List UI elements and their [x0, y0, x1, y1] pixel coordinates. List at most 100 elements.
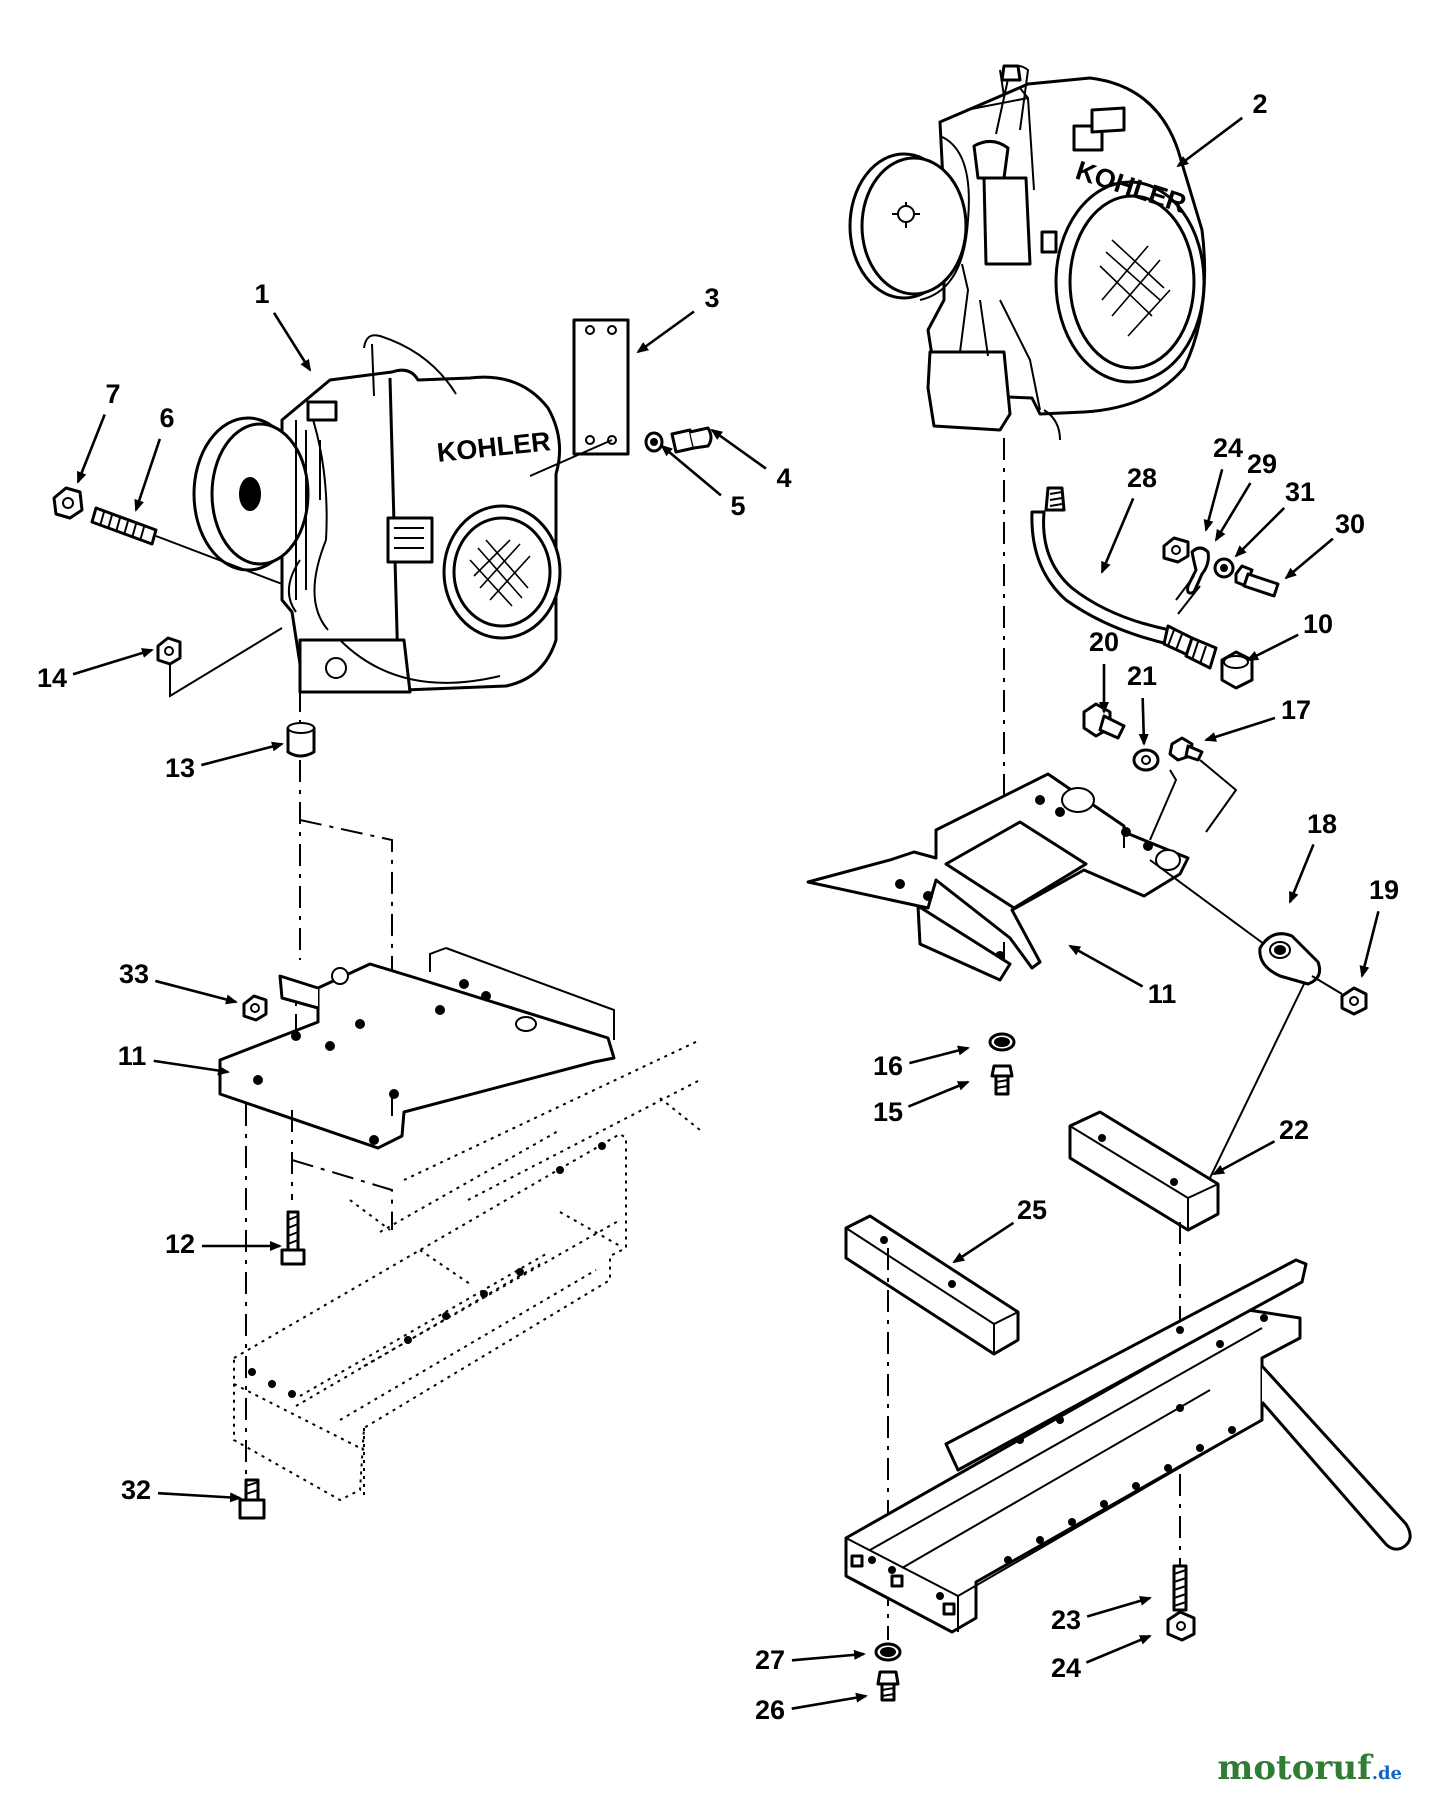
callout-label: 18: [1307, 809, 1337, 839]
callout-label: 17: [1281, 695, 1311, 725]
callout-c14: 14: [37, 648, 154, 693]
callout-c11b: 11: [1068, 944, 1177, 1009]
callout-c13: 13: [165, 741, 284, 783]
callout-leader-arrow: [72, 648, 154, 676]
callout-leader-arrow: [660, 444, 722, 497]
callout-c5: 5: [660, 444, 746, 521]
bolt-12: [280, 1210, 306, 1266]
fuel-line: [1030, 486, 1218, 670]
callout-label: 33: [119, 959, 149, 989]
bracket-hardware: [1082, 702, 1238, 841]
callout-label: 22: [1279, 1115, 1309, 1145]
callout-leader-arrow: [1284, 537, 1334, 580]
stud-23-nut-24: [1166, 1564, 1196, 1642]
callout-leader-arrow: [1359, 911, 1380, 978]
callout-leader-arrow: [200, 741, 284, 767]
cap-10: [1220, 650, 1254, 690]
engine-left: KOHLER: [192, 334, 562, 694]
callout-leader-arrow: [1086, 1596, 1152, 1618]
callout-label: 23: [1051, 1605, 1081, 1635]
watermark-logo: motoruf.de: [1217, 1748, 1402, 1788]
screw-and-washer-left: [644, 426, 713, 454]
callout-leader-arrow: [1100, 497, 1135, 574]
nut-33: [242, 994, 268, 1022]
callout-leader-arrow: [909, 1045, 970, 1065]
callout-label: 30: [1335, 509, 1365, 539]
callout-leader-arrow: [1234, 506, 1286, 558]
callout-label: 24: [1051, 1653, 1081, 1683]
callout-leader-arrow: [153, 1059, 230, 1076]
block-22: [1068, 1110, 1220, 1232]
washer-27-bolt-26: [874, 1642, 902, 1702]
callout-label: 11: [118, 1041, 147, 1071]
callout-c29: 29: [1214, 449, 1277, 542]
callout-label: 31: [1285, 477, 1315, 507]
callout-label: 14: [37, 663, 67, 693]
callout-label: 6: [159, 403, 174, 433]
spacer-left: [286, 722, 316, 758]
callout-label: 4: [776, 463, 791, 493]
callout-c30: 30: [1284, 509, 1365, 580]
callout-label: 20: [1089, 627, 1119, 657]
callout-leader-arrow: [791, 1692, 868, 1710]
callout-c22: 22: [1212, 1115, 1309, 1176]
callout-c2: 2: [1176, 89, 1268, 168]
clip-hardware: [1162, 536, 1280, 615]
callout-label: 10: [1303, 609, 1333, 639]
callout-leader-arrow: [76, 414, 106, 484]
callout-leader-arrow: [134, 438, 162, 512]
callout-c21: 21: [1127, 661, 1157, 746]
callout-leader-arrow: [1288, 843, 1315, 904]
frame-right: [844, 1258, 1412, 1634]
callout-leader-arrow: [157, 1491, 242, 1503]
callout-label: 24: [1213, 433, 1243, 463]
callout-label: 11: [1148, 979, 1177, 1009]
callout-leader-arrow: [1212, 1140, 1276, 1176]
callout-c18: 18: [1288, 809, 1337, 904]
callout-label: 29: [1247, 449, 1277, 479]
callout-leader-arrow: [1204, 716, 1276, 742]
callout-c3: 3: [636, 283, 720, 354]
mounting-plate-left: [218, 947, 616, 1150]
callout-label: 25: [1017, 1195, 1047, 1225]
callout-label: 13: [165, 753, 195, 783]
callout-leader-arrow: [1246, 633, 1299, 662]
bracket-18: [1149, 859, 1368, 1183]
callout-c28: 28: [1100, 463, 1157, 574]
callout-label: 15: [873, 1097, 903, 1127]
callout-label: 27: [755, 1645, 785, 1675]
callout-label: 28: [1127, 463, 1157, 493]
callout-c12: 12: [165, 1229, 282, 1259]
callout-leader-arrow: [1176, 116, 1244, 168]
callout-leader-arrow: [1138, 697, 1149, 746]
callout-c17: 17: [1204, 695, 1311, 742]
callout-label: 19: [1369, 875, 1399, 905]
callout-leader-arrow: [636, 310, 695, 354]
callout-leader-arrow: [952, 1221, 1015, 1264]
bolt-32: [238, 1478, 266, 1520]
callout-c4: 4: [710, 428, 792, 493]
blower-plate: [529, 318, 630, 477]
stud-and-nut: [52, 486, 283, 585]
callout-leader-arrow: [1085, 1634, 1152, 1664]
callout-c16: 16: [873, 1045, 970, 1081]
callout-c23: 23: [1051, 1596, 1152, 1635]
frame-left-phantom: [233, 1039, 701, 1502]
callout-layer: 1234567101111121314151617181920212223242…: [37, 89, 1399, 1725]
callout-label: 3: [704, 283, 719, 313]
callout-label: 5: [730, 491, 745, 521]
nut-left-lower: [156, 627, 283, 698]
callout-leader-arrow: [1203, 468, 1224, 532]
callout-c20: 20: [1089, 627, 1119, 714]
callout-label: 32: [121, 1475, 151, 1505]
callout-label: 7: [105, 379, 120, 409]
watermark-suffix: .de: [1371, 1763, 1402, 1784]
callout-leader-arrow: [791, 1649, 866, 1662]
callout-leader-arrow: [907, 1080, 970, 1108]
callout-c11: 11: [118, 1041, 230, 1076]
washer-and-bolt-right: [988, 1032, 1016, 1096]
callout-c19: 19: [1359, 875, 1399, 978]
callout-c26: 26: [755, 1692, 868, 1725]
callout-label: 26: [755, 1695, 785, 1725]
